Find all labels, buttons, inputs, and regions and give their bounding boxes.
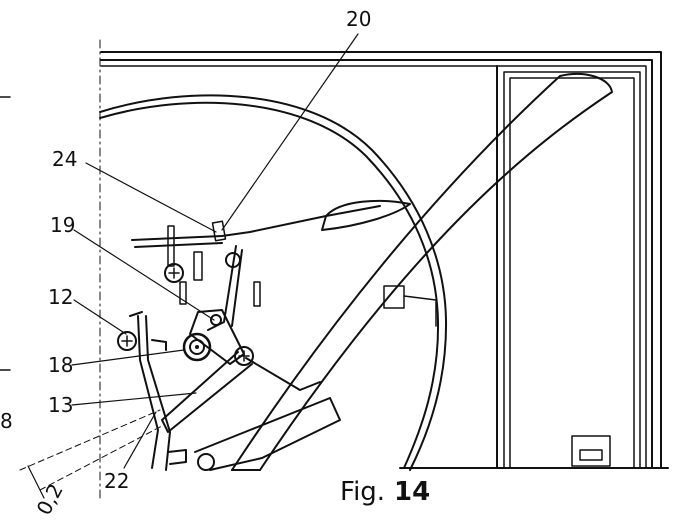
trumpet-arm xyxy=(231,72,613,471)
label-18: 18 xyxy=(48,353,73,377)
pivot-18-roller xyxy=(182,332,212,362)
label-20: 20 xyxy=(346,7,371,31)
pawl-lever xyxy=(129,311,187,471)
pivots xyxy=(117,263,254,471)
label-24: 24 xyxy=(52,147,77,171)
linkage xyxy=(167,225,261,365)
leader-18 xyxy=(71,349,185,366)
lower-link xyxy=(161,285,437,471)
caption-number: 14 xyxy=(394,477,430,507)
leader-lines xyxy=(71,33,359,469)
side-panel xyxy=(399,65,669,469)
label-dimension: 0,2 xyxy=(32,480,68,519)
caption-prefix: Fig. xyxy=(340,477,385,507)
pivot-19 xyxy=(210,314,222,326)
pivot-bottom xyxy=(197,453,215,471)
leader-20 xyxy=(221,33,359,231)
label-19: 19 xyxy=(50,213,75,237)
dimension-lines xyxy=(19,409,163,499)
label-22: 22 xyxy=(104,469,129,493)
label-12: 12 xyxy=(48,285,73,309)
leader-19 xyxy=(73,229,215,321)
figure-caption: Fig. 14 xyxy=(340,477,430,507)
pivot-upper-screw xyxy=(164,263,184,283)
leader-22 xyxy=(123,411,157,469)
leader-13 xyxy=(71,392,197,406)
pivot-lower-screw xyxy=(234,346,254,366)
upper-lever xyxy=(131,199,411,248)
label-edge: 8 xyxy=(0,409,13,433)
leader-24 xyxy=(85,162,217,233)
housing-frame xyxy=(0,39,662,501)
disc xyxy=(99,94,448,471)
pivot-12-screw xyxy=(117,331,137,351)
label-13: 13 xyxy=(48,393,73,417)
leader-12 xyxy=(73,299,127,335)
reference-labels: 20 24 19 12 18 13 22 8 0,2 xyxy=(0,7,371,519)
